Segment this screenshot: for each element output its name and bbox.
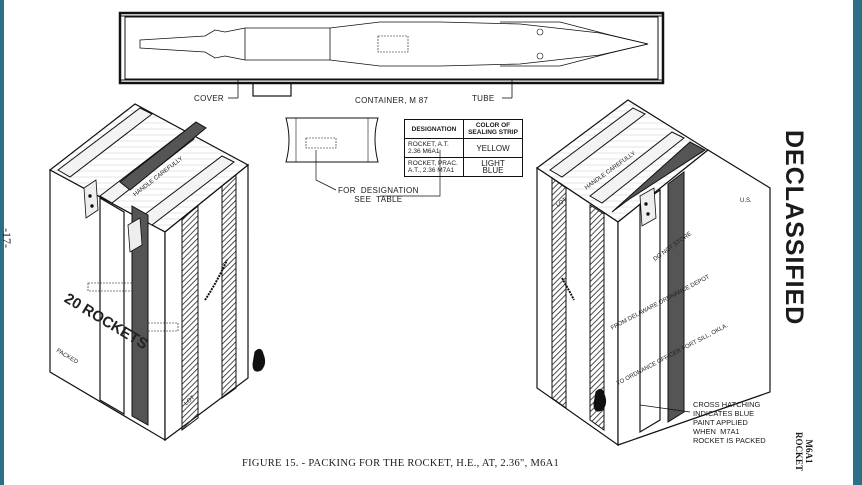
right-crate-us-text: U.S.	[740, 198, 752, 204]
side-tag: M6A1 ROCKET	[794, 432, 814, 471]
left-crate-drawing	[48, 103, 266, 442]
table-cell-designation: ROCKET, PRAC. A.T., 2.36 M7A1	[404, 157, 464, 177]
table-row: ROCKET, PRAC. A.T., 2.36 M7A1 LIGHT BLUE	[404, 157, 523, 177]
table-cell-color: YELLOW	[463, 138, 523, 158]
declassified-stamp: DECLASSIFIED	[780, 130, 808, 326]
table-cell-designation: ROCKET, A.T. 2.36 M6A1	[404, 138, 464, 158]
left-frame-border	[0, 0, 4, 485]
side-tag-line1: M6A1	[804, 439, 814, 464]
right-crate-drawing	[535, 99, 771, 447]
table-header-designation: DESIGNATION	[404, 119, 464, 139]
cover-label: COVER	[194, 94, 224, 103]
page-number: -17-	[0, 228, 14, 248]
designation-table: DESIGNATION COLOR OF SEALING STRIP ROCKE…	[404, 119, 523, 177]
side-tag-line2: ROCKET	[794, 432, 804, 472]
container-label: CONTAINER, M 87	[355, 96, 429, 105]
table-header-row: DESIGNATION COLOR OF SEALING STRIP	[404, 119, 523, 139]
table-header-color: COLOR OF SEALING STRIP	[463, 119, 523, 139]
designation-callout: FOR DESIGNATION SEE TABLE	[338, 186, 419, 204]
table-cell-color: LIGHT BLUE	[463, 157, 523, 177]
container-m87-drawing	[118, 11, 665, 99]
tube-label: TUBE	[472, 94, 495, 103]
cross-hatching-note: CROSS HATCHING INDICATES BLUE PAINT APPL…	[693, 400, 766, 445]
figure-caption: FIGURE 15. - PACKING FOR THE ROCKET, H.E…	[242, 458, 560, 469]
right-frame-border	[853, 0, 862, 485]
table-row: ROCKET, A.T. 2.36 M6A1 YELLOW	[404, 138, 523, 158]
